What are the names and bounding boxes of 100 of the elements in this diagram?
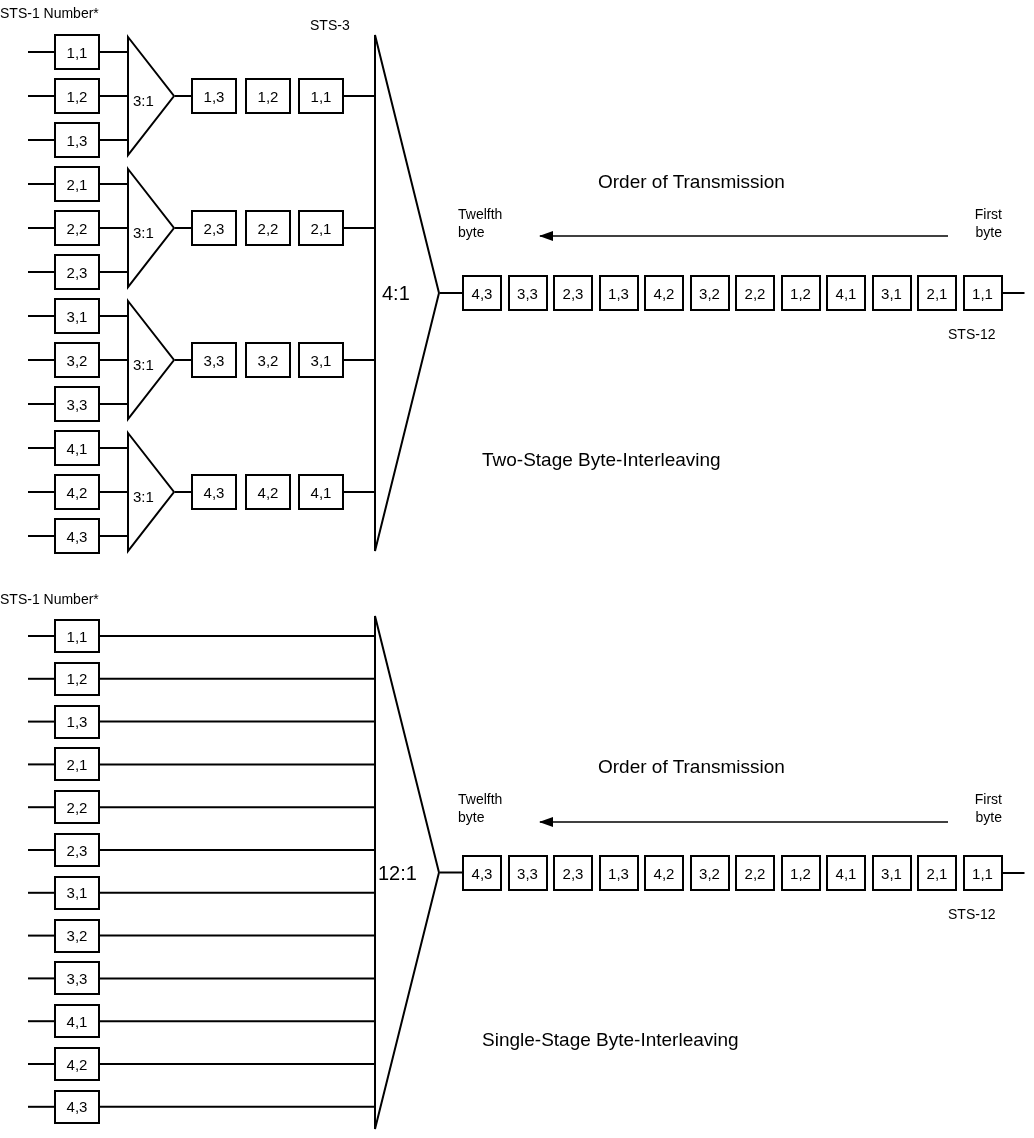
byte-box: 3,3 [54,386,100,422]
signal-line [99,95,128,97]
byte-box: 4,2 [245,474,291,510]
signal-line [1001,872,1026,874]
signal-line [27,635,55,637]
signal-line [343,95,375,97]
byte-box: 2,3 [54,254,100,290]
signal-line [99,447,128,449]
byte-box: 2,2 [54,210,100,246]
byte-box: 2,1 [54,747,100,782]
signal-line [99,1020,375,1023]
signal-line [99,139,128,141]
byte-box: 2,2 [245,210,291,246]
byte-box: 1,2 [780,275,821,311]
signal-line [27,271,55,273]
signal-line [99,359,128,361]
byte-box: 2,1 [298,210,344,246]
byte-box: 1,2 [54,78,100,114]
signal-line [99,403,128,405]
signal-line [99,934,375,937]
signal-line [99,1105,375,1108]
byte-box: 1,1 [962,275,1003,311]
signal-line [99,183,128,185]
byte-box: 1,3 [598,855,639,891]
signal-line [99,635,375,637]
signal-line [27,403,55,405]
byte-box: 3,1 [298,342,344,378]
mux-ratio: 3:1 [133,223,154,241]
byte-box: 3,2 [54,342,100,378]
mux-ratio: 3:1 [133,355,154,373]
byte-box: 2,2 [735,855,775,891]
byte-box: 2,3 [54,833,100,867]
signal-line [99,315,128,317]
signal-line [99,1063,375,1065]
byte-box: 1,3 [54,122,100,158]
byte-order-label: Twelfth byte [458,205,504,241]
signal-line [27,763,55,766]
byte-order-label: Twelfth byte [458,790,504,826]
signal-label: STS-12 [948,325,996,343]
signal-line [27,677,55,680]
signal-line [1001,292,1026,294]
byte-box: 3,1 [871,275,912,311]
signal-line [99,677,375,680]
signal-line [99,227,128,229]
signal-line [439,871,463,874]
signal-line [174,491,192,493]
signal-line [27,139,55,141]
signal-line [343,491,375,493]
signal-line [99,806,375,809]
byte-box: 4,1 [826,855,866,891]
signal-line [174,95,192,97]
mux-ratio: 4:1 [382,282,410,305]
signal-line [27,51,55,53]
byte-box: 1,1 [54,619,100,653]
signal-line [99,271,128,273]
byte-order-label: First byte [973,790,1002,826]
column-heading: STS-1 Number* [0,4,99,22]
signal-line [99,491,128,493]
byte-box: 2,2 [54,790,100,825]
mux-ratio: 3:1 [133,91,154,109]
signal-line [27,977,55,980]
signal-line [27,95,55,97]
byte-box: 4,3 [462,855,502,891]
byte-box: 3,1 [54,875,100,910]
byte-box: 1,1 [298,78,344,114]
byte-box: 1,2 [245,78,291,114]
byte-box: 2,1 [54,166,100,202]
signal-line [27,1063,55,1065]
byte-box: 2,3 [553,855,593,891]
signal-line [99,977,375,980]
section-label: Single-Stage Byte-Interleaving [482,1028,739,1052]
byte-box: 3,3 [54,961,100,996]
byte-box: 1,1 [962,855,1003,891]
signal-line [439,292,463,294]
mux-ratio: 12:1 [378,861,417,885]
byte-box: 2,3 [191,210,237,246]
signal-line [27,720,55,723]
byte-box: 4,3 [54,518,100,554]
signal-line [99,720,375,723]
byte-box: 3,2 [245,342,291,378]
signal-line [27,1020,55,1023]
byte-box: 4,2 [54,1047,100,1081]
signal-line [27,315,55,317]
section-heading: Order of Transmission [598,755,785,779]
signal-label: STS-12 [948,905,996,923]
signal-line [27,934,55,937]
byte-box: 1,3 [191,78,237,114]
signal-line [99,849,375,851]
byte-box: 4,2 [644,855,684,891]
byte-box: 1,3 [598,275,639,311]
byte-box: 3,1 [54,298,100,334]
signal-line [343,359,375,361]
column-heading: STS-1 Number* [0,590,99,608]
byte-box: 2,1 [917,275,957,311]
signal-line [174,359,192,361]
byte-box: 4,3 [191,474,237,510]
section-heading: Order of Transmission [598,170,785,194]
byte-box: 4,2 [644,275,684,311]
signal-line [99,891,375,894]
byte-box: 3,2 [689,275,730,311]
